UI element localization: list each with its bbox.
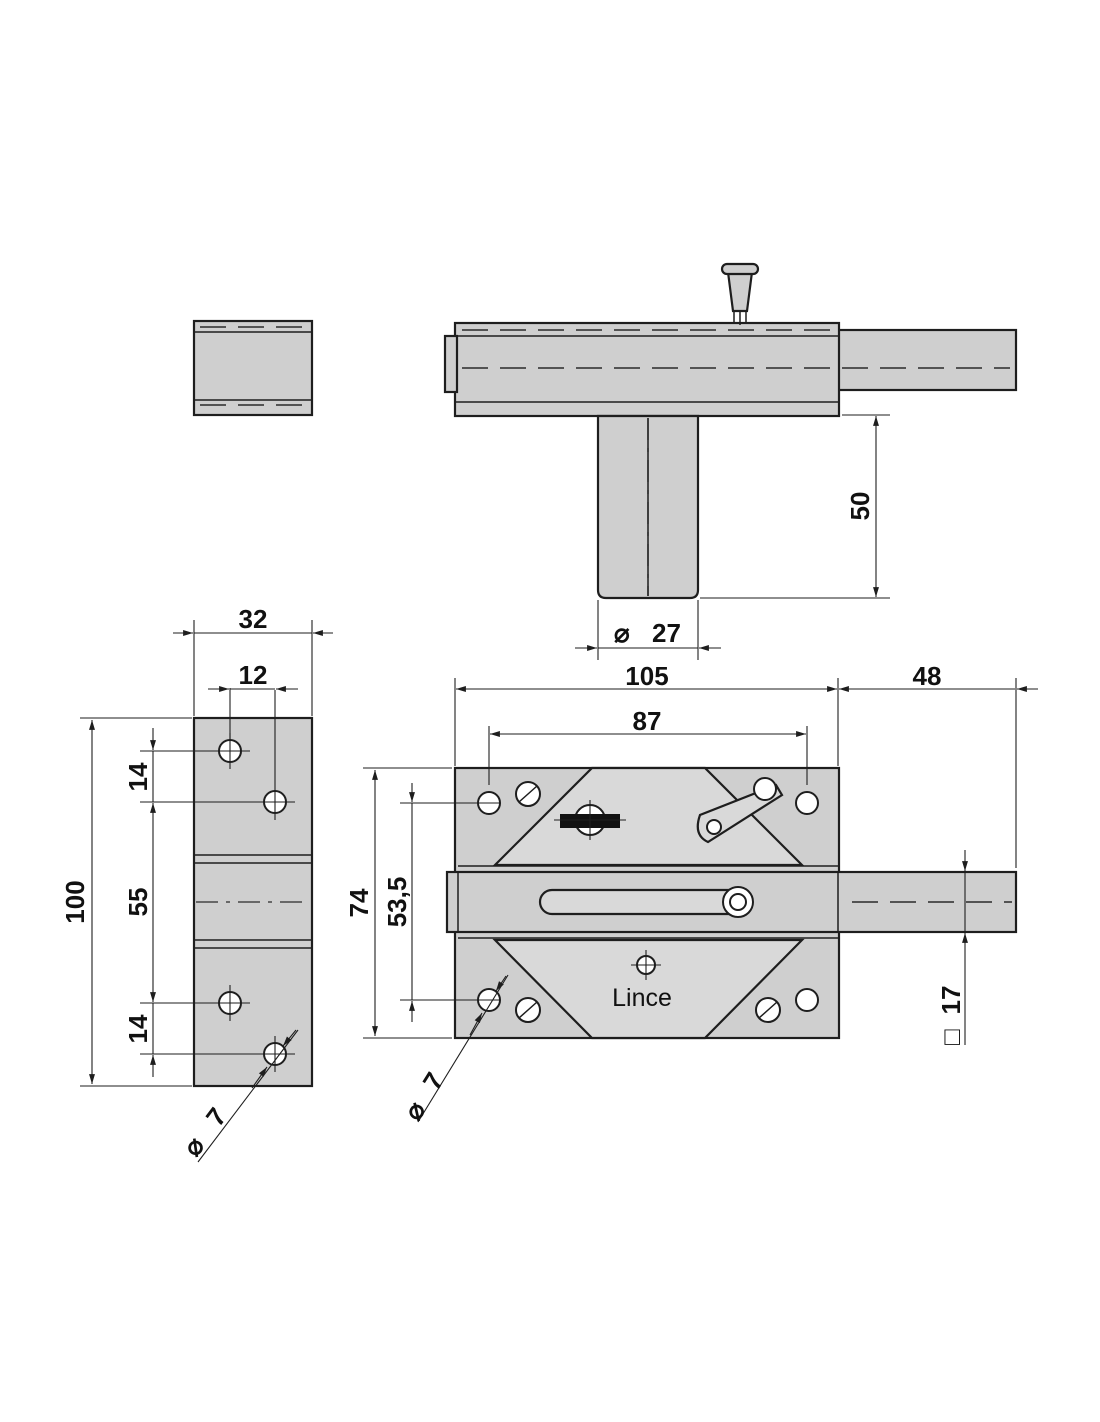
dim-body-hole-diameter-text: 7 [417, 1067, 450, 1095]
dimension-body-height: 74 53,5 [344, 767, 500, 1039]
dim-keeper-height-text: 100 [60, 880, 90, 923]
dim-body-hole-pitch-text: 53,5 [382, 877, 412, 928]
dim-keeper-hole-diameter-symbol: ⌀ [177, 1131, 211, 1162]
dim-keeper-hole-diameter-text: 7 [200, 1102, 233, 1132]
dimension-shaft-length: 50 [700, 414, 890, 599]
dim-keeper-width-text: 32 [239, 604, 268, 634]
brand-label: Lince [612, 984, 672, 1012]
dim-center-gap-text: 55 [123, 888, 153, 917]
dim-bolt-square-text: 17 [936, 986, 966, 1015]
lock-front-view: Lince [445, 766, 1018, 1040]
body-hole-2 [795, 791, 819, 815]
dimension-body-length: 105 48 [454, 661, 1038, 868]
keyhole-icon [554, 800, 626, 840]
screw-icon [515, 781, 781, 1023]
dimension-body-hole-spacing: 87 [488, 706, 808, 785]
dimension-keeper-height: 100 [60, 717, 192, 1087]
lock-top-view [443, 262, 1018, 600]
dimension-keeper-width: 32 [173, 604, 333, 716]
lever-handle-icon [696, 777, 784, 844]
dim-body-height-text: 74 [344, 888, 374, 917]
dim-bolt-square-symbol: □ [936, 1029, 966, 1045]
dim-bolt-projection-text: 48 [913, 661, 942, 691]
dimension-bolt-square: □ 17 [936, 850, 968, 1045]
dim-upper-pitch-text: 14 [123, 762, 153, 791]
body-hole-4 [795, 988, 819, 1012]
dimension-keeper-hole-offset: 12 [208, 660, 298, 692]
keeper-front-view [140, 688, 314, 1088]
dim-shaft-diameter-symbol: ⌀ [614, 618, 630, 648]
dimension-keeper-pitches: 14 55 14 [123, 728, 156, 1077]
dim-body-hole-spacing-text: 87 [633, 706, 662, 736]
dim-lower-pitch-text: 14 [123, 1014, 153, 1043]
dim-body-hole-diameter-symbol: ⌀ [398, 1096, 432, 1125]
dim-shaft-diameter-text: 27 [652, 618, 681, 648]
dim-shaft-length-text: 50 [845, 492, 875, 521]
dim-keeper-hole-offset-text: 12 [239, 660, 268, 690]
dimension-shaft-diameter: ⌀ 27 [575, 600, 721, 660]
dim-body-length-text: 105 [625, 661, 668, 691]
keeper-side-view [192, 319, 314, 417]
